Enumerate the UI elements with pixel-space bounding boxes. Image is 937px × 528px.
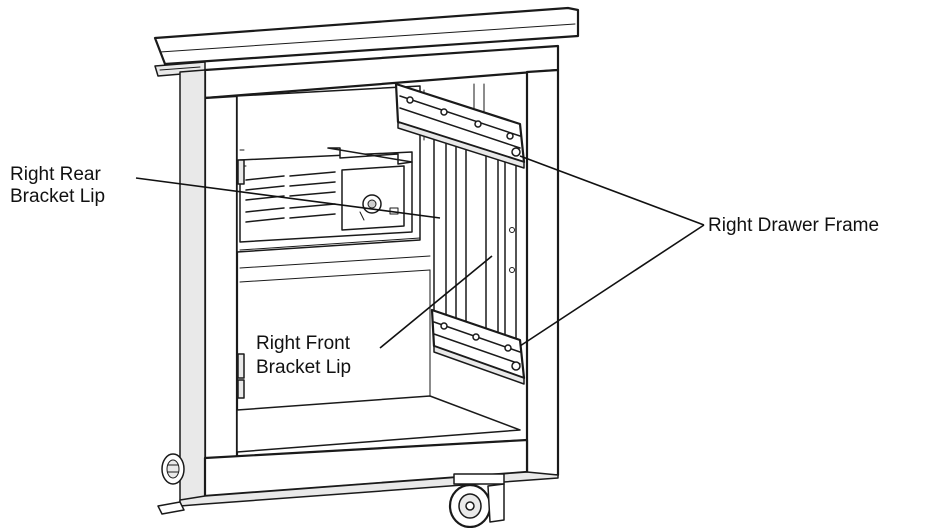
lower-drawer-frame-bracket <box>430 308 526 385</box>
label-right-rear-line2: Bracket Lip <box>10 186 105 207</box>
leader-front-lip <box>379 255 493 349</box>
leader-frame-upper <box>519 155 705 226</box>
refrigeration-unit <box>239 147 413 243</box>
leader-rear-lip <box>135 177 441 219</box>
leader-frame-lower <box>519 224 705 347</box>
vent-grille-left <box>245 175 285 223</box>
leader-lines <box>135 155 705 349</box>
left-hinges <box>237 159 245 399</box>
label-right-front-line1: Right Front <box>256 333 351 354</box>
manufacturer-badge <box>157 453 185 515</box>
label-right-drawer-frame: Right Drawer Frame <box>708 215 879 236</box>
upper-drawer-frame-bracket <box>394 82 526 169</box>
callout-right-rear-bracket-lip: Right Rear Bracket Lip <box>10 164 105 207</box>
vent-grille-right <box>289 171 336 219</box>
label-right-front-line2: Bracket Lip <box>256 357 351 378</box>
callout-right-drawer-frame: Right Drawer Frame <box>708 215 879 236</box>
label-right-rear-line1: Right Rear <box>10 164 101 185</box>
callout-right-front-bracket-lip: Right Front Bracket Lip <box>256 333 351 378</box>
control-panel <box>341 165 405 231</box>
caster-wheel <box>448 473 505 528</box>
